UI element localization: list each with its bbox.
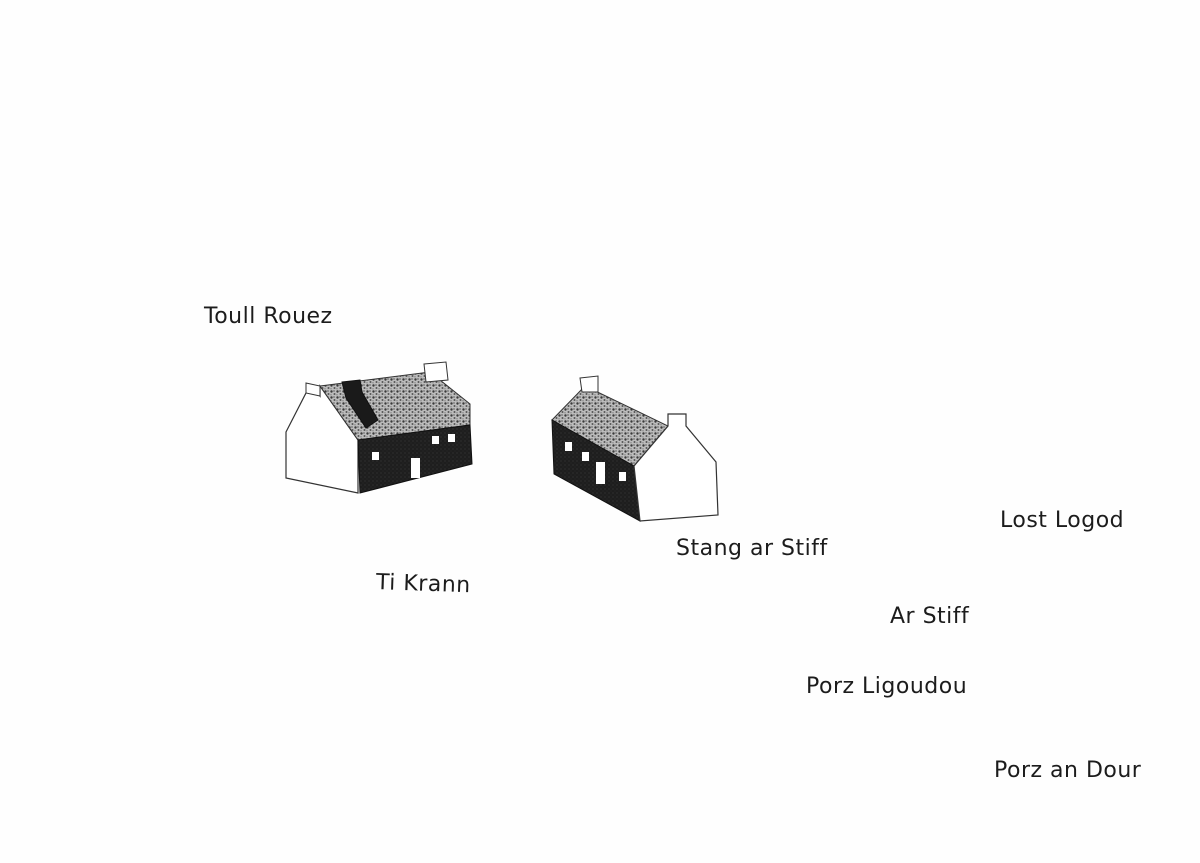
place-label-ti-krann: Ti Krann [375,570,472,599]
house-right-door [596,462,605,484]
house-left-right-chimney [423,361,449,383]
house-right-window-2 [582,452,589,461]
house-left-window-2 [432,436,439,444]
house-left-window-1 [372,452,379,460]
house-right-window-3 [619,472,626,481]
place-label-porz-an-dour: Porz an Dour [994,758,1142,783]
place-label-ar-stiff: Ar Stiff [890,604,970,629]
house-right-gable [633,413,719,522]
place-label-porz-ligoudou: Porz Ligoudou [806,674,968,699]
house-left [285,361,473,494]
house-left-window-3 [448,434,455,442]
house-left-roof-chimney [341,379,379,429]
place-label-stang-ar-stiff: Stang ar Stiff [676,536,828,561]
house-right-window-1 [565,442,572,451]
house-left-door [411,458,420,478]
house-right-left-chimney [579,375,599,393]
place-label-toull-rouez: Toull Rouez [204,304,333,329]
house-right [551,375,719,522]
place-label-lost-logod: Lost Logod [1000,508,1125,533]
